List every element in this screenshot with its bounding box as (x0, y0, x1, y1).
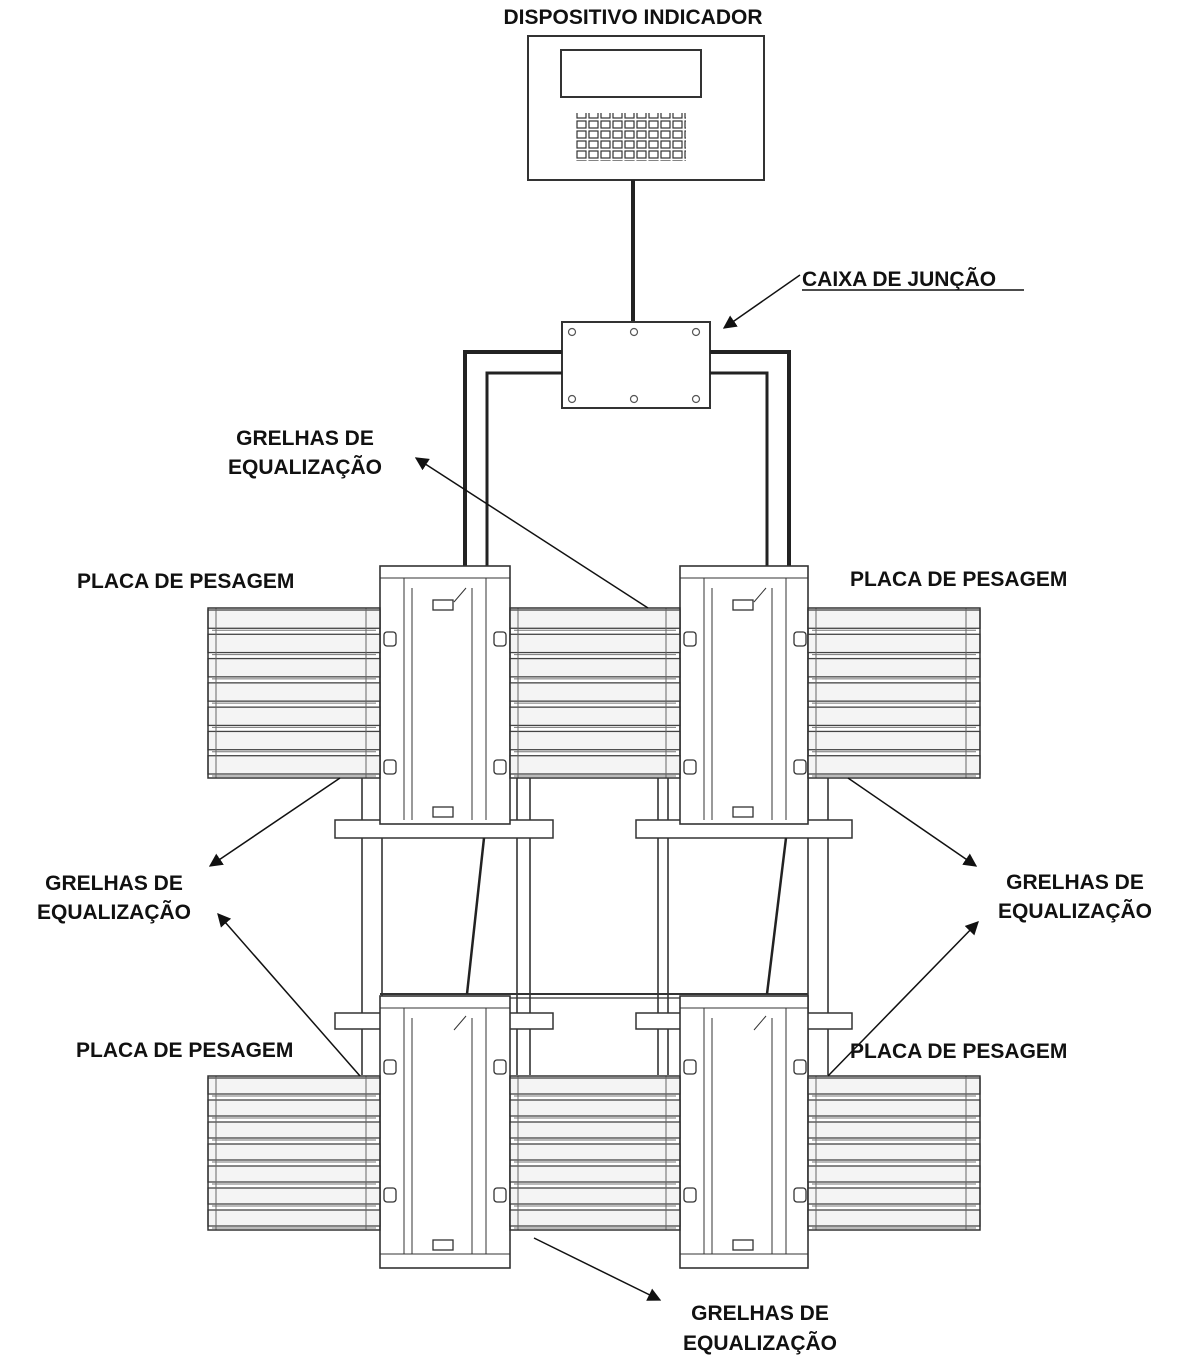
bolt (383, 1059, 397, 1075)
bolts (383, 631, 807, 1203)
bolt (383, 1187, 397, 1203)
grids-label-top-line2: EQUALIZAÇÃO (228, 456, 382, 479)
arrow-grids-right-upper (847, 777, 978, 867)
grid-bar (509, 706, 681, 727)
plate-top-left (379, 565, 511, 825)
grid-bar (207, 1077, 381, 1095)
grids-label-right-line1: GRELHAS DE (1006, 871, 1144, 894)
grids-label-bottom-line1: GRELHAS DE (691, 1302, 829, 1325)
grid-bar (509, 1209, 681, 1227)
grid-bar (807, 609, 981, 629)
grids-label-left-line1: GRELHAS DE (45, 872, 183, 895)
bolt (793, 1187, 807, 1203)
grid-bar (207, 706, 381, 727)
grid-bar (807, 755, 981, 775)
grid-bar (807, 1187, 981, 1205)
grid-bar (207, 755, 381, 775)
grids-label-left-line2: EQUALIZAÇÃO (37, 901, 191, 924)
grid-bar (807, 1121, 981, 1139)
grid-bar (509, 755, 681, 775)
grid-bar (207, 730, 381, 751)
grid-bar (207, 682, 381, 702)
grid-bar (207, 657, 381, 678)
grid-bar (807, 1165, 981, 1183)
bolt (793, 1059, 807, 1075)
grid-bar (207, 1187, 381, 1205)
grid-bar (207, 633, 381, 654)
grid-bar (807, 1099, 981, 1117)
grid-bar (509, 682, 681, 702)
grid-bottom-left (207, 1075, 381, 1231)
bolt (683, 631, 697, 647)
plate-label-top-left: PLACA DE PESAGEM (77, 570, 294, 593)
bolt (493, 631, 507, 647)
plate-bottom-right (679, 995, 809, 1269)
grid-bar (207, 1099, 381, 1117)
arrow-grids-left-upper (208, 777, 341, 867)
grid-bar (807, 1077, 981, 1095)
plate-label-bottom-right: PLACA DE PESAGEM (850, 1040, 1067, 1063)
grid-bar (807, 706, 981, 727)
bolt (793, 631, 807, 647)
grid-bottom-center (509, 1075, 681, 1231)
grid-bar (807, 633, 981, 654)
plate-bottom-left (379, 995, 511, 1269)
grid-top-center (509, 607, 681, 779)
plate-label-bottom-left: PLACA DE PESAGEM (76, 1039, 293, 1062)
grid-bar (207, 1209, 381, 1227)
grids-label-bottom-line2: EQUALIZAÇÃO (683, 1332, 837, 1355)
bolt (683, 1059, 697, 1075)
grid-bar (509, 657, 681, 678)
bolt (493, 1059, 507, 1075)
plate-top-right (679, 565, 809, 825)
bolt (683, 759, 697, 775)
indicator-keypad (575, 113, 686, 161)
grids-label-top-line1: GRELHAS DE (236, 427, 374, 450)
grid-bar (509, 1077, 681, 1095)
grid-bar (807, 682, 981, 702)
grid-bar (207, 1143, 381, 1161)
grid-bar (207, 1165, 381, 1183)
bolt (493, 759, 507, 775)
grid-top-right (807, 607, 981, 779)
callout-arrows (208, 274, 979, 1301)
bolt (493, 1187, 507, 1203)
arrow-grids-right-lower (827, 921, 979, 1077)
arrow-grids-bottom (533, 1237, 662, 1301)
grid-bar (207, 1121, 381, 1139)
indicator-display (560, 49, 702, 98)
grid-bar (807, 1209, 981, 1227)
arrow-grids-top (414, 457, 649, 609)
bolt (683, 1187, 697, 1203)
grids-label-right-line2: EQUALIZAÇÃO (998, 900, 1152, 923)
bolt (793, 759, 807, 775)
grid-bar (509, 1121, 681, 1139)
grid-bar (509, 1099, 681, 1117)
arrow-grids-left-lower (217, 912, 361, 1077)
bolt (383, 631, 397, 647)
grid-bottom-right (807, 1075, 981, 1231)
grid-bar (509, 730, 681, 751)
junction-box-label: CAIXA DE JUNÇÃO (802, 268, 996, 291)
indicator-device (527, 35, 765, 181)
grid-bar (807, 1143, 981, 1161)
bolt (383, 759, 397, 775)
grid-bar (509, 633, 681, 654)
grid-bar (207, 609, 381, 629)
grid-bar (807, 730, 981, 751)
grid-bar (509, 1187, 681, 1205)
grid-bar (807, 657, 981, 678)
grid-bar (509, 609, 681, 629)
grid-bar (509, 1143, 681, 1161)
indicator-label: DISPOSITIVO INDICADOR (503, 6, 762, 29)
grid-top-left (207, 607, 381, 779)
equalization-grids (207, 607, 981, 1231)
plate-label-top-right: PLACA DE PESAGEM (850, 568, 1067, 591)
junction-box (561, 321, 711, 409)
arrow-junction-box (722, 274, 801, 329)
grid-bar (509, 1165, 681, 1183)
